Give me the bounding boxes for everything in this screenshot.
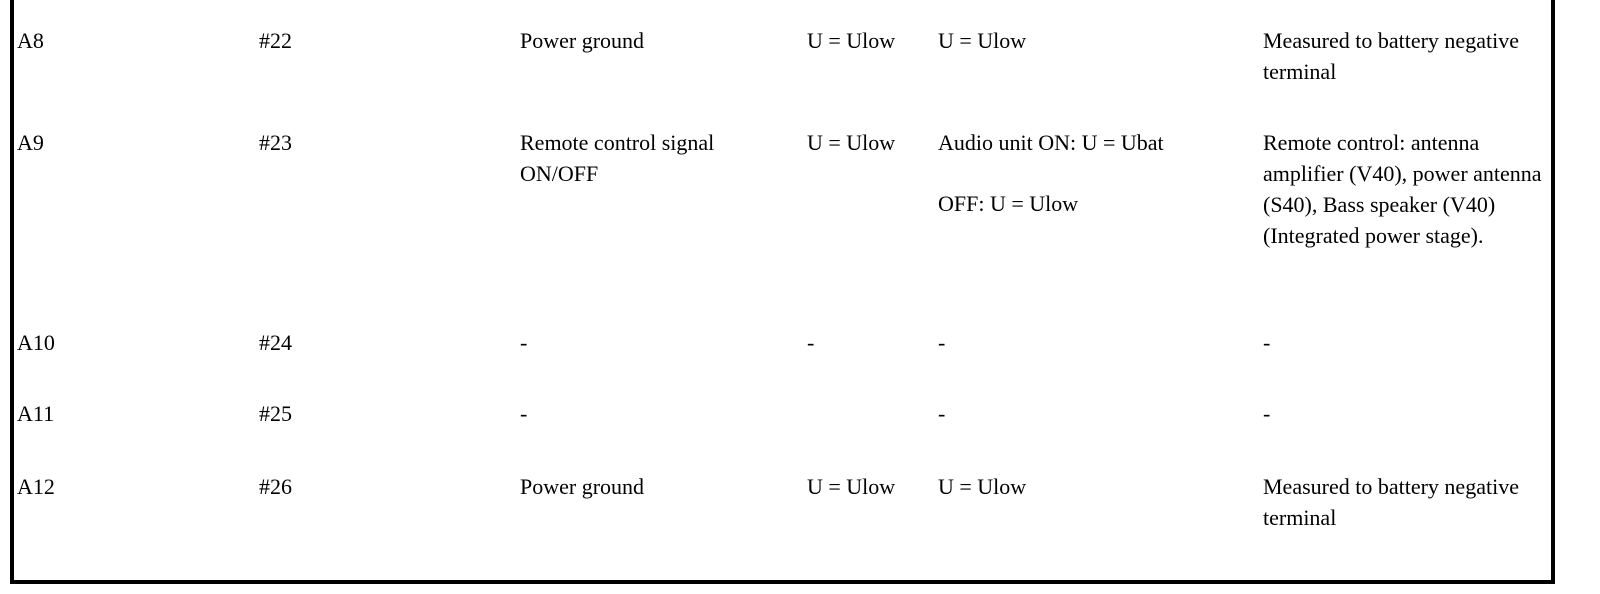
notes-cell: - (1263, 330, 1271, 355)
pin-table: A8 #22 Power ground U = Ulow U = Ulow Me… (10, 0, 1555, 584)
condition-line: OFF: U = Ulow (938, 191, 1079, 216)
condition-line: Audio unit ON: U = Ubat (938, 130, 1164, 155)
condition-cell: - (938, 401, 946, 426)
description-cell: Power ground (520, 28, 645, 53)
notes-cell: Remote control: antenna amplifier (V40),… (1263, 130, 1542, 248)
description-cell: Remote control signal ON/OFF (520, 130, 715, 186)
number-cell: #23 (259, 130, 292, 155)
number-cell: #26 (259, 474, 292, 499)
value-cell: - (807, 330, 815, 355)
description-cell: - (520, 330, 528, 355)
description-cell: Power ground (520, 474, 645, 499)
description-cell: - (520, 401, 528, 426)
pin-cell: A9 (17, 130, 44, 155)
notes-cell: Measured to battery negative terminal (1263, 474, 1519, 530)
notes-cell: - (1263, 401, 1271, 426)
number-cell: #24 (259, 330, 292, 355)
number-cell: #25 (259, 401, 292, 426)
value-cell: U = Ulow (807, 130, 896, 155)
pin-cell: A8 (17, 28, 44, 53)
line-gap (938, 158, 1164, 170)
condition-cell: Audio unit ON: U = Ubat OFF: U = Ulow (938, 127, 1164, 219)
pin-cell: A10 (17, 330, 55, 355)
condition-cell: U = Ulow (938, 28, 1027, 53)
pin-cell: A12 (17, 474, 55, 499)
value-cell: U = Ulow (807, 28, 896, 53)
condition-cell: - (938, 330, 946, 355)
value-cell: U = Ulow (807, 474, 896, 499)
condition-cell: U = Ulow (938, 474, 1027, 499)
pin-cell: A11 (17, 401, 55, 426)
notes-cell: Measured to battery negative terminal (1263, 28, 1519, 84)
number-cell: #22 (259, 28, 292, 53)
